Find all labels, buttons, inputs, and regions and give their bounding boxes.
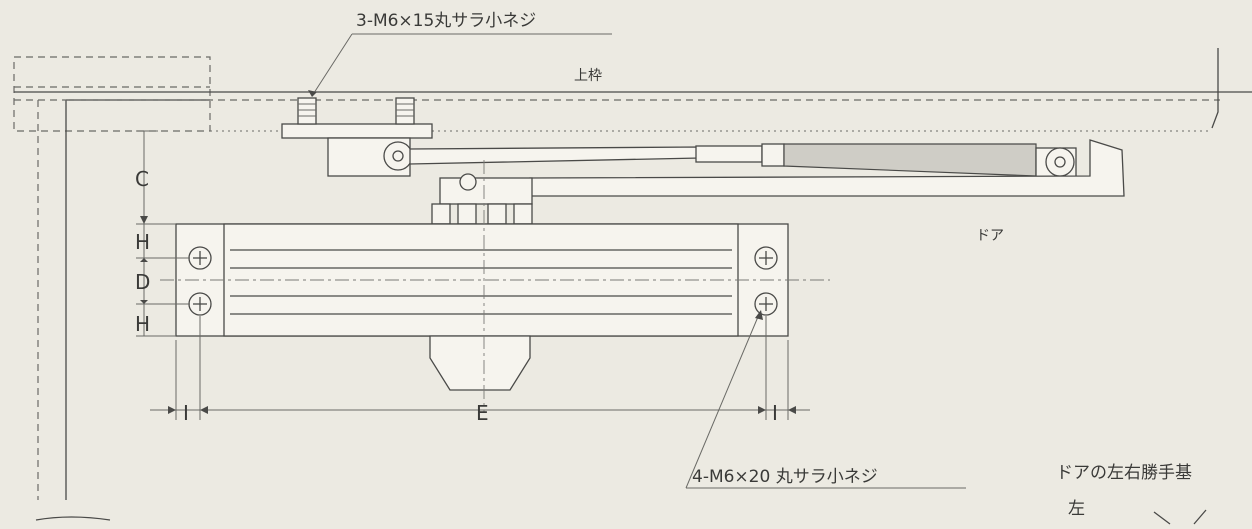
break-line [35,516,111,521]
screw-top-right [754,246,778,270]
dim-d: D [135,270,150,294]
screw-bottom-left [188,292,212,316]
vertical-dimensions [136,130,190,337]
top-screw-spec-label: 3-M6×15丸サラ小ネジ [356,11,536,31]
bottom-screw-spec-label: 4-M6×20 丸サラ小ネジ [692,467,878,487]
horizontal-dimensions [150,316,810,420]
screw-top-left [188,246,212,270]
bracket-screw-right [395,97,415,125]
closer-body [160,160,830,412]
hand-symbol [1153,509,1207,525]
dim-i-left: I [183,401,189,425]
upper-frame-label: 上枠 [574,68,602,84]
dim-c: C [135,167,149,191]
upper-frame-line [14,48,1252,132]
dim-h-top: H [135,230,150,254]
arm-assembly [383,139,1125,225]
dim-i-right: I [772,401,778,425]
hand-note-label: ドアの左右勝手基 [1056,463,1192,483]
body-screws [188,246,778,316]
screw-bottom-right [754,292,778,316]
hand-left-label: 左 [1068,499,1085,519]
door-label: ドア [976,228,1004,244]
leader-lines [308,33,966,489]
dim-h-bottom: H [135,312,150,336]
bracket-screw-left [297,97,317,125]
dim-e: E [476,401,489,425]
